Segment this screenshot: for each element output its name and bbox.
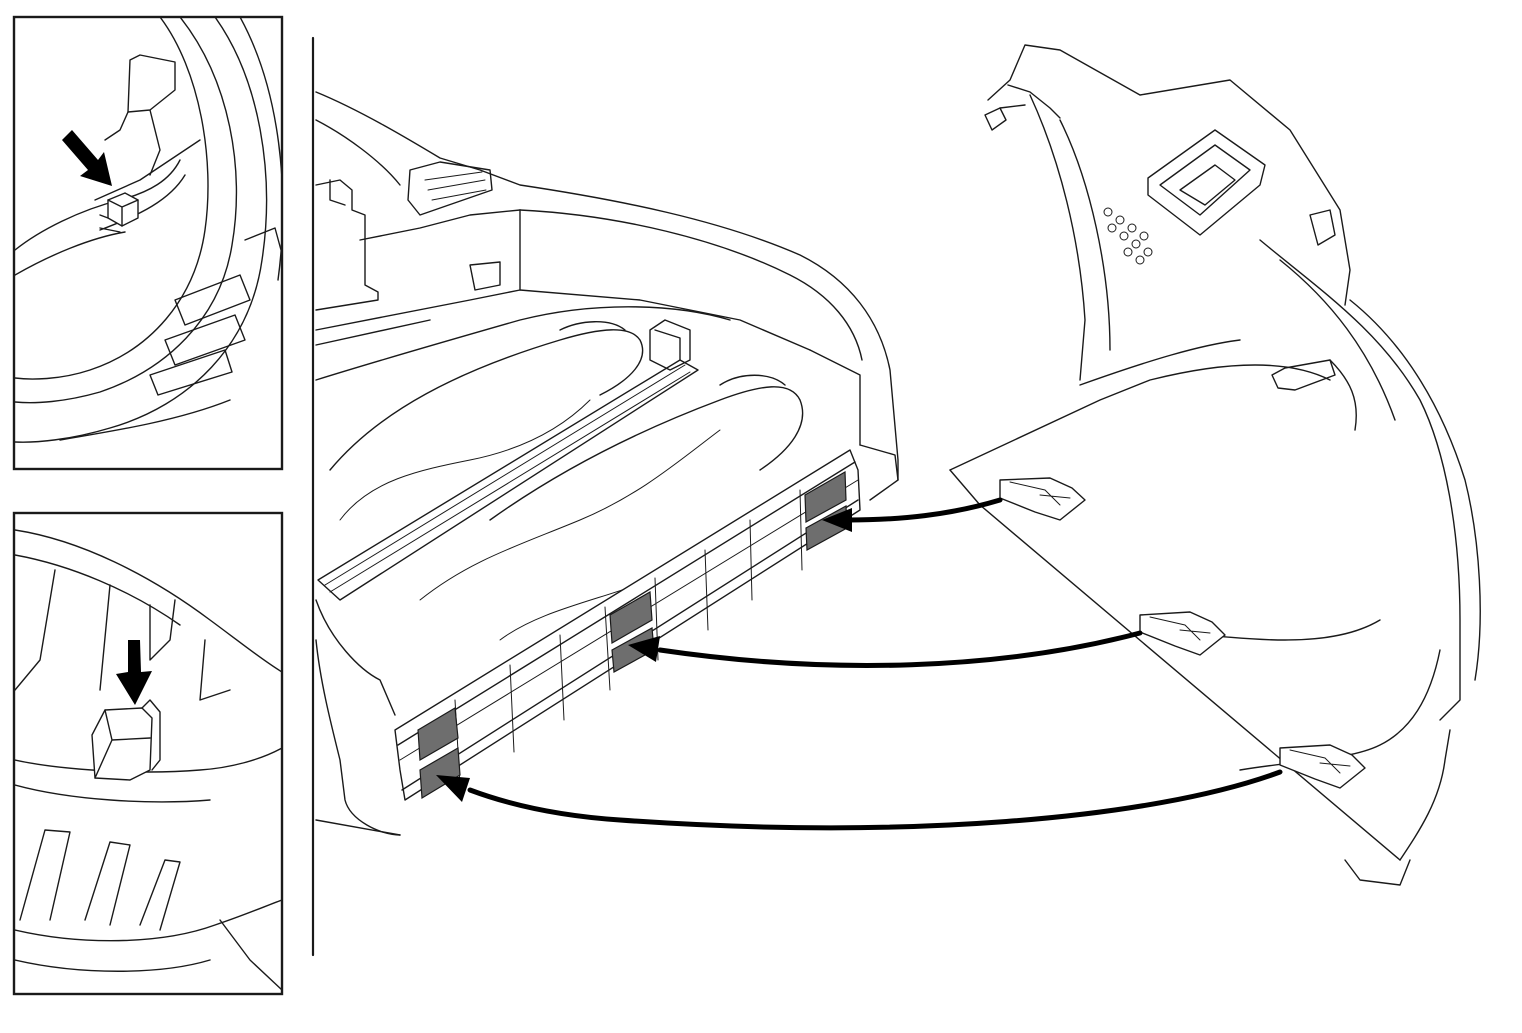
detail-top-frame [12,15,284,471]
detail-view-bottom [12,511,284,996]
detail-bottom-content [15,529,281,991]
arrow-1 [822,497,1003,532]
brush-bar [317,359,699,601]
cover-hinge-pin [1271,359,1336,391]
cover-panel [949,44,1481,886]
arrow-icon [116,640,152,705]
cover-handle [1147,129,1266,236]
slot-1 [417,707,461,800]
arrow-2 [628,630,1143,668]
vent-holes [1103,207,1153,265]
arrow-icon [62,130,112,186]
main-housing [315,91,899,836]
vent-grip [407,161,493,216]
insertion-arrows [436,497,1283,831]
clip-3 [1279,744,1366,789]
clip-2 [1139,611,1226,656]
arrow-3 [436,769,1283,831]
detail-top-content [15,18,281,443]
latch-tab-press [91,707,153,781]
detail-view-top [12,15,284,471]
clip-1 [999,477,1086,521]
